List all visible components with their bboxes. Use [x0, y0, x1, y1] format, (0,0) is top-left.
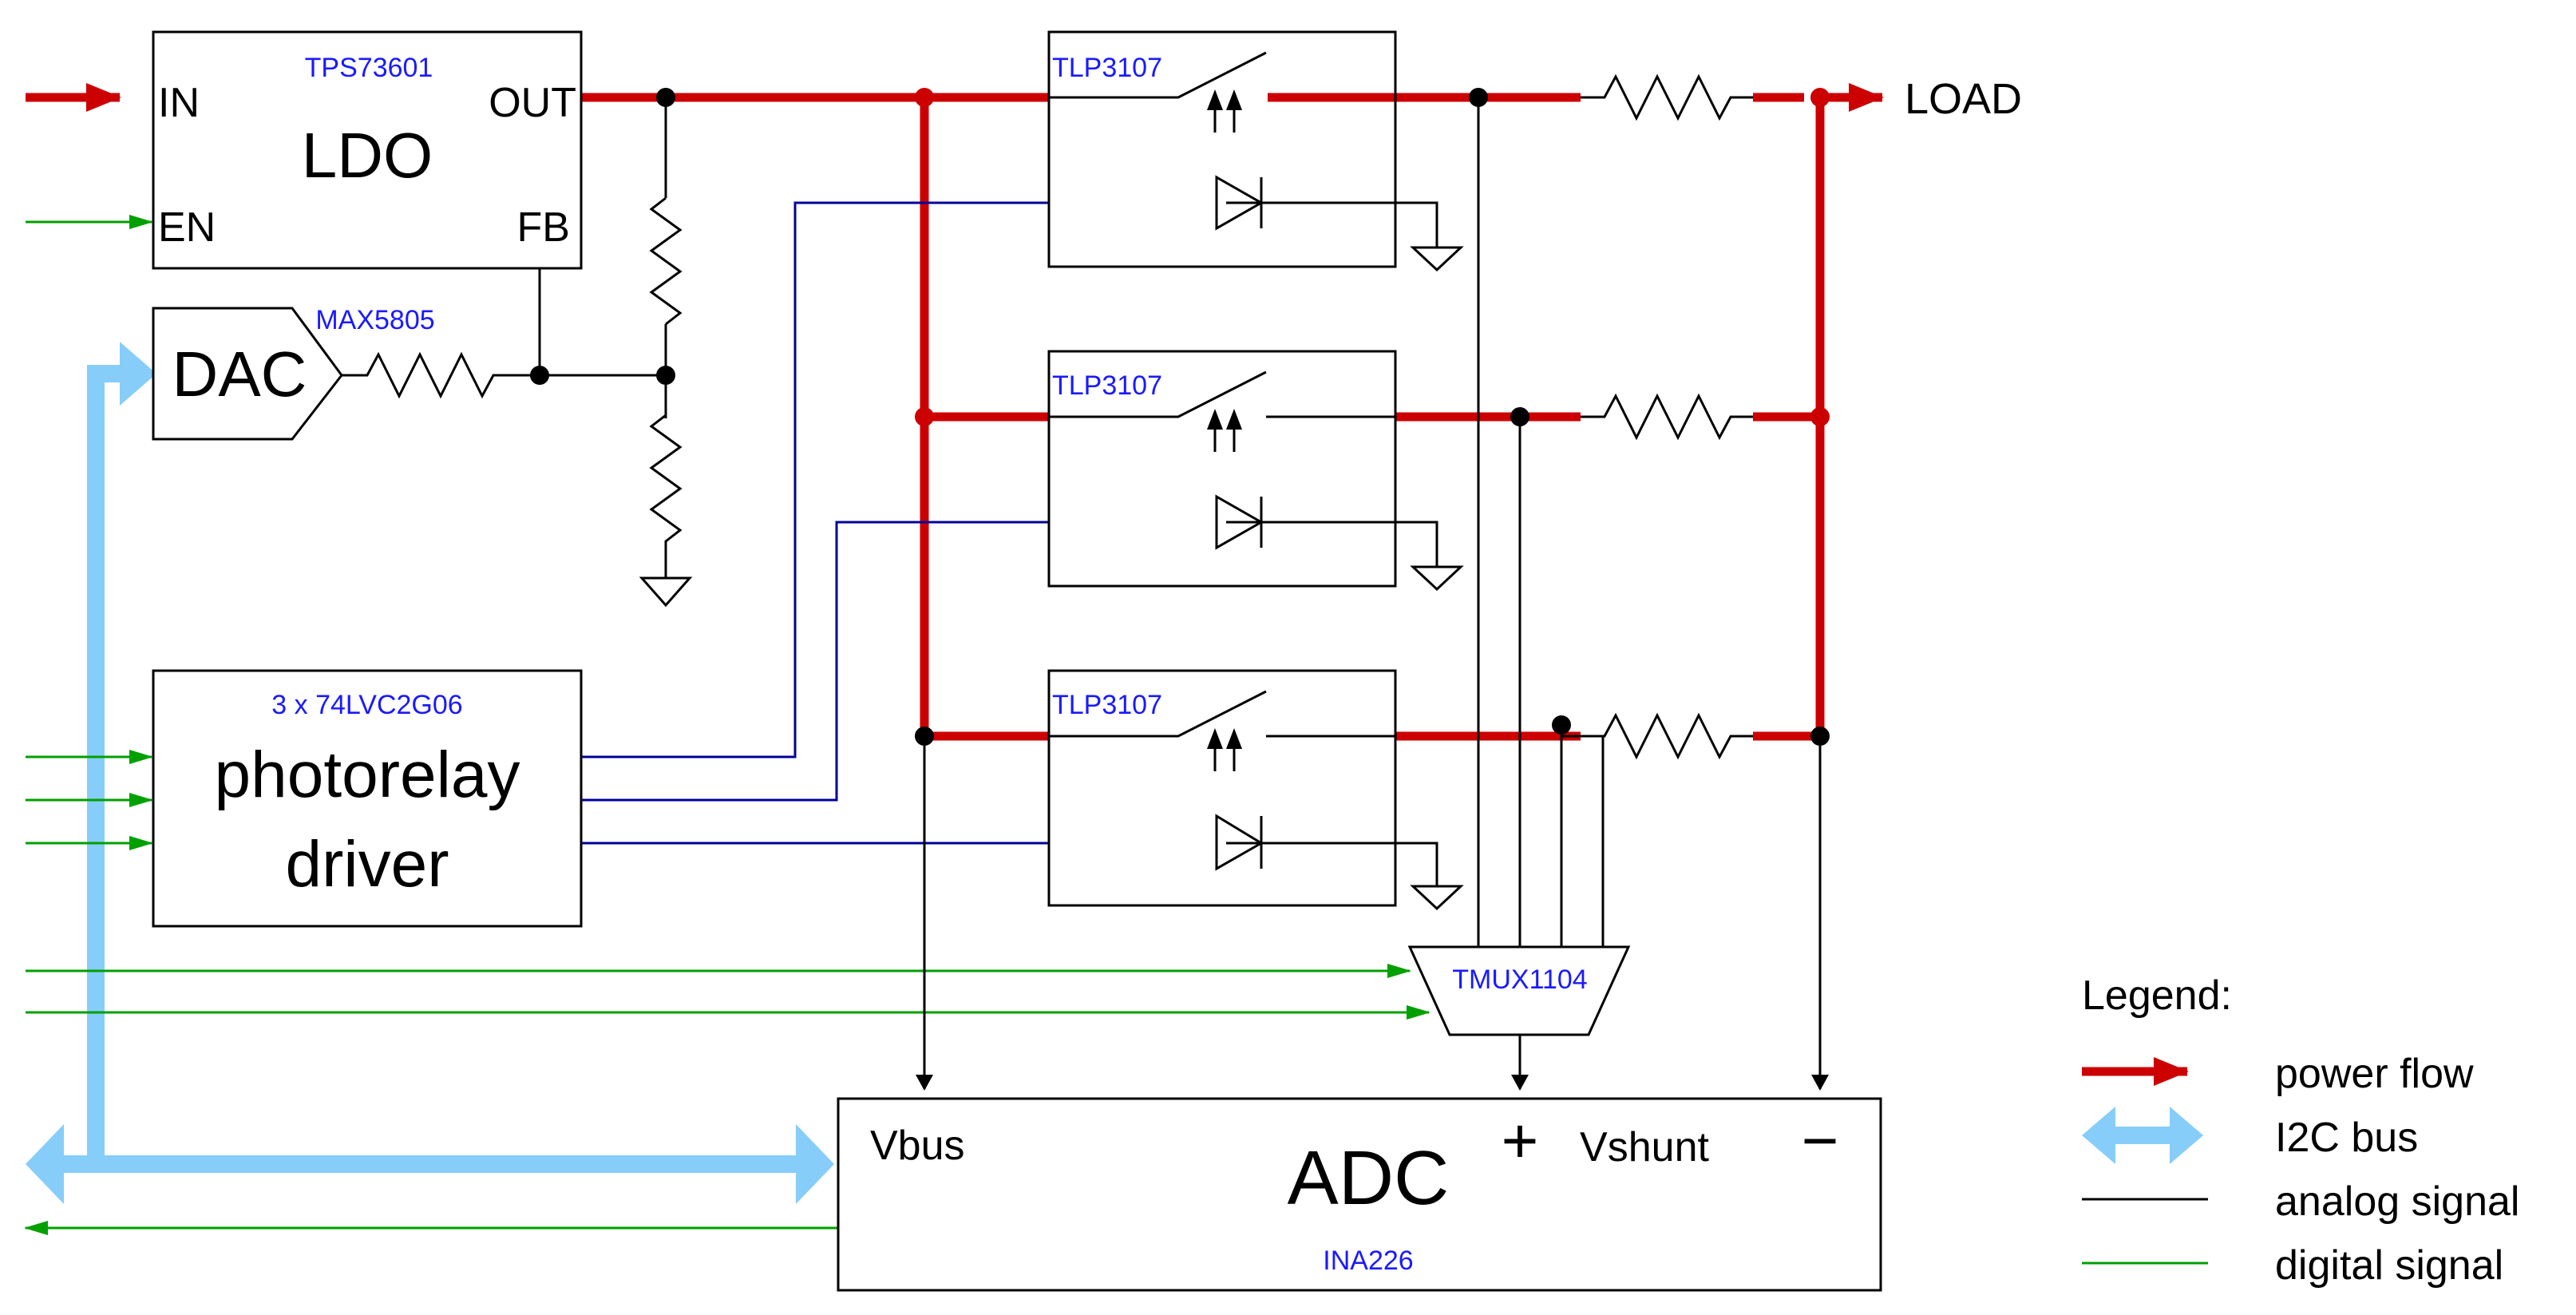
legend-item-analog-signal: analog signal [2082, 1178, 2519, 1225]
ldo-pin-fb: FB [517, 204, 570, 251]
legend-i2c-bus-label: I2C bus [2275, 1115, 2418, 1161]
adc-block: Vbus ADC + Vshunt − INA226 [837, 1097, 1882, 1292]
legend: Legend: power flow I2C bus analog signal… [2082, 972, 2519, 1289]
ldo-block: TPS73601 LDO IN OUT EN FB [152, 30, 583, 270]
photorelay-2: TLP3107 [1047, 350, 1397, 588]
adc-part-number: INA226 [1323, 1246, 1413, 1276]
junction-dots [530, 88, 1830, 746]
adc-pin-vbus: Vbus [870, 1123, 965, 1169]
mux-part-number: TMUX1104 [1452, 964, 1587, 995]
legend-title: Legend: [2082, 972, 2232, 1019]
relay-1-part-number: TLP3107 [1052, 53, 1162, 83]
dac-title: DAC [172, 339, 307, 410]
relay-2-part-number: TLP3107 [1052, 370, 1162, 401]
photorelay-driver-block: 3 x 74LVC2G06 photorelay driver [152, 669, 583, 928]
sense-lines [916, 97, 1829, 1091]
dac-block: MAX5805 DAC [152, 305, 435, 441]
relay-3-part-number: TLP3107 [1052, 690, 1162, 720]
ldo-pin-in: IN [158, 80, 200, 126]
shunt-resistors [1581, 73, 1753, 760]
adc-pin-plus: + [1502, 1105, 1539, 1176]
feedback-network [342, 97, 693, 608]
driver-title-line2: driver [285, 828, 449, 901]
driver-title-line1: photorelay [215, 739, 520, 811]
driver-part-number: 3 x 74LVC2G06 [271, 690, 462, 720]
ldo-part-number: TPS73601 [305, 53, 433, 83]
ldo-pin-en: EN [158, 204, 216, 251]
i2c-bus [26, 342, 834, 1204]
adc-title: ADC [1288, 1135, 1450, 1221]
load-label: LOAD [1905, 75, 2022, 123]
legend-power-flow-label: power flow [2275, 1051, 2474, 1097]
ldo-title: LDO [302, 120, 433, 191]
adc-pin-minus: − [1802, 1105, 1839, 1176]
legend-item-digital-signal: digital signal [2082, 1242, 2503, 1289]
legend-analog-signal-label: analog signal [2275, 1178, 2519, 1225]
legend-item-i2c-bus: I2C bus [2082, 1107, 2418, 1164]
driver-output-lines [581, 201, 1049, 845]
relay-internals [1049, 51, 1464, 911]
legend-item-power-flow: power flow [2082, 1051, 2474, 1097]
ldo-pin-out: OUT [489, 80, 576, 126]
photorelay-1: TLP3107 [1047, 30, 1397, 268]
photorelay-3: TLP3107 [1047, 669, 1397, 907]
tmux-block: TMUX1104 [1407, 945, 1631, 1036]
legend-digital-signal-label: digital signal [2275, 1242, 2503, 1289]
digital-signals [24, 215, 1430, 1235]
dac-part-number: MAX5805 [315, 305, 434, 335]
adc-pin-vshunt: Vshunt [1580, 1124, 1709, 1170]
